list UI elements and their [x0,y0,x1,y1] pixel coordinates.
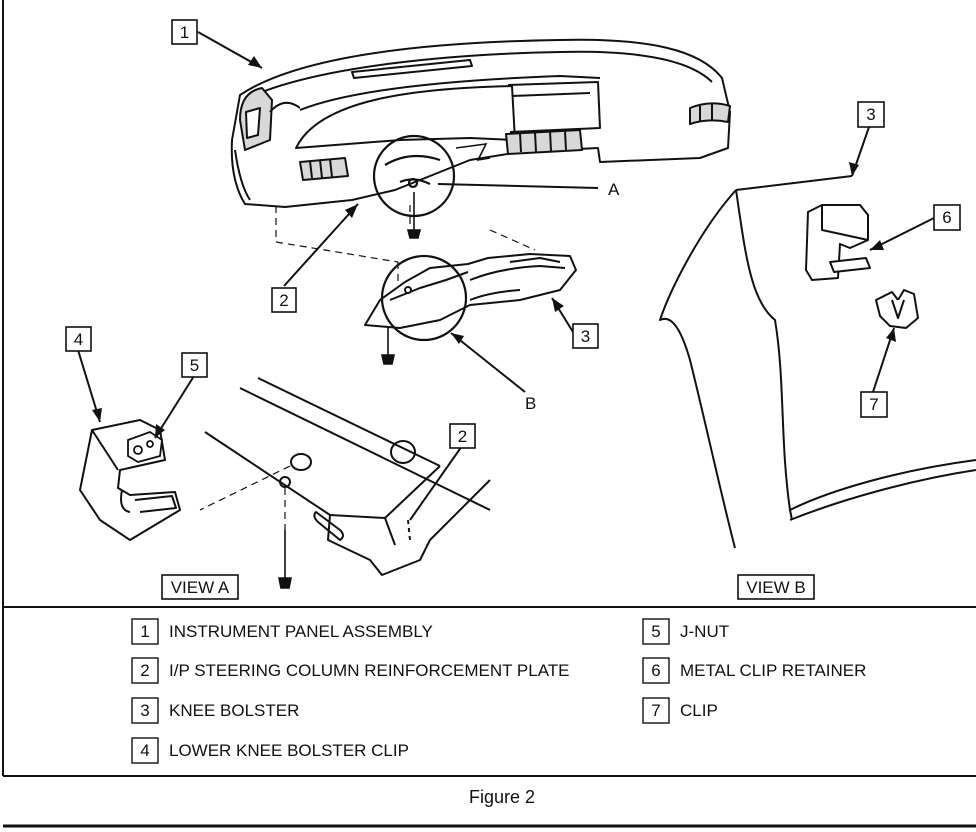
svg-text:2: 2 [140,661,149,680]
legend-item-5: 5 J-NUT [642,618,729,645]
svg-text:7: 7 [651,701,660,720]
view-a-screw [278,530,292,589]
legend-item-7: 7 CLIP [642,697,718,724]
svg-text:2: 2 [458,427,467,446]
reinforcement-plate-edge [455,143,491,162]
callout-4: 4 [65,326,92,352]
callout-2-main: 2 [271,287,297,313]
detail-letter-b: B [525,394,536,413]
figure-caption: Figure 2 [469,787,535,807]
j-nut-drawing [127,430,163,463]
svg-text:3: 3 [581,327,590,346]
knee-bolster-drawing [364,253,577,329]
legend-item-1: 1 INSTRUMENT PANEL ASSEMBLY [131,618,433,645]
svg-text:3: 3 [140,701,149,720]
svg-text:I/P STEERING COLUMN REINFORCEM: I/P STEERING COLUMN REINFORCEMENT PLATE [169,661,570,680]
svg-text:INSTRUMENT PANEL ASSEMBLY: INSTRUMENT PANEL ASSEMBLY [169,622,433,641]
callout-2-view-a: 2 [449,423,476,449]
svg-text:METAL CLIP RETAINER: METAL CLIP RETAINER [680,661,866,680]
view-a-dashed [199,465,291,530]
callout-3-view-b: 3 [857,101,885,128]
svg-text:2: 2 [279,291,288,310]
legend: 1 INSTRUMENT PANEL ASSEMBLY 2 I/P STEERI… [131,618,866,764]
legend-item-3: 3 KNEE BOLSTER [131,697,299,724]
projection-lines [275,205,536,290]
screw-upper [406,192,422,239]
callout-1: 1 [171,19,198,45]
arrowheads [92,56,896,438]
svg-text:4: 4 [140,741,149,760]
svg-text:7: 7 [869,395,878,414]
svg-text:1: 1 [140,622,149,641]
svg-text:5: 5 [190,356,199,375]
view-b-label: VIEW B [737,574,815,600]
svg-text:1: 1 [180,23,189,42]
svg-text:VIEW A: VIEW A [171,578,230,597]
legend-item-4: 4 LOWER KNEE BOLSTER CLIP [131,737,409,764]
svg-text:KNEE BOLSTER: KNEE BOLSTER [169,701,299,720]
detail-letter-a: A [608,180,620,199]
view-b-drawing [659,175,976,549]
callout-6: 6 [933,204,961,231]
svg-text:VIEW B: VIEW B [746,578,806,597]
legend-item-2: 2 I/P STEERING COLUMN REINFORCEMENT PLAT… [131,657,570,684]
instrument-panel-drawing [230,38,731,208]
svg-text:CLIP: CLIP [680,701,718,720]
detail-circle-b [380,254,468,342]
callout-3-main: 3 [572,323,599,349]
svg-text:6: 6 [942,208,951,227]
callout-7: 7 [860,391,888,418]
svg-text:6: 6 [651,661,660,680]
svg-text:5: 5 [651,622,660,641]
svg-text:3: 3 [866,105,875,124]
metal-clip-retainer-drawing [805,204,871,281]
legend-item-6: 6 METAL CLIP RETAINER [642,657,866,684]
clip-drawing [875,289,919,329]
svg-text:LOWER KNEE BOLSTER CLIP: LOWER KNEE BOLSTER CLIP [169,741,409,760]
svg-text:4: 4 [74,330,83,349]
svg-text:J-NUT: J-NUT [680,622,729,641]
callout-5: 5 [181,352,208,378]
lower-knee-bolster-clip-drawing [79,419,181,541]
view-a-label: VIEW A [161,574,239,600]
view-a-drawing [204,377,491,576]
